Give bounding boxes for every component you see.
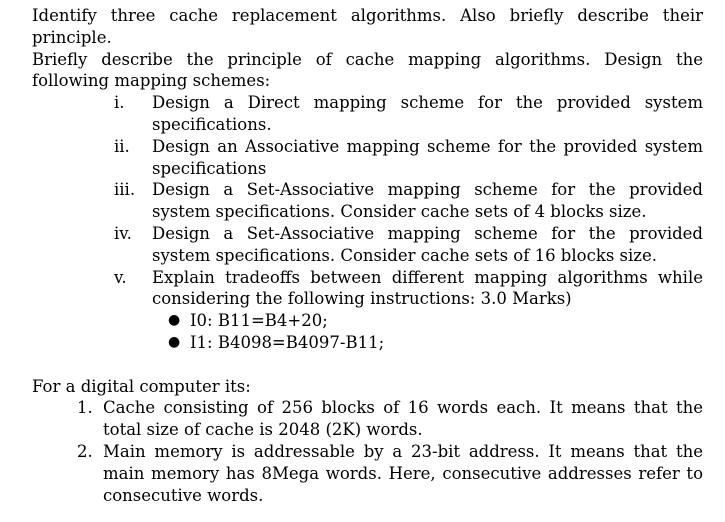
list-item: v. Explain tradeoffs between different m… (114, 267, 703, 354)
question-mapping-algorithms: Briefly describe the principle of cache … (32, 49, 703, 91)
bullet-icon: ● (168, 312, 181, 329)
spec-item: 2. Main memory is addressable by a 23-bi… (77, 441, 703, 506)
list-item: iii. Design a Set-Associative mapping sc… (114, 179, 703, 223)
spec-item-text: Cache consisting of 256 blocks of 16 wor… (103, 398, 703, 440)
specs-intro: For a digital computer its: (32, 376, 251, 396)
spec-item-number: 1. (77, 398, 93, 418)
list-item-number: iii. (114, 180, 136, 200)
list-item-text: Design a Set-Associative mapping scheme … (152, 223, 703, 265)
mapping-scheme-list: i. Design a Direct mapping scheme for th… (32, 92, 703, 354)
instruction-item: ● I0: B11=B4+20; (168, 310, 703, 332)
list-item-number: iv. (114, 223, 132, 243)
list-item-number: v. (114, 267, 127, 287)
spec-item: 1. Cache consisting of 256 blocks of 16 … (77, 397, 703, 441)
list-item: iv. Design a Set-Associative mapping sch… (114, 223, 703, 267)
instruction-text: I0: B11=B4+20; (190, 311, 328, 331)
list-item-number: i. (114, 93, 125, 113)
list-item-text: Design an Associative mapping scheme for… (152, 136, 703, 178)
list-item: i. Design a Direct mapping scheme for th… (114, 92, 703, 136)
blank-line (32, 354, 703, 376)
spec-item-number: 2. (77, 441, 93, 461)
list-item-number: ii. (114, 136, 130, 156)
list-item-text: Explain tradeoffs between different mapp… (152, 267, 703, 309)
spec-item-text: Main memory is addressable by a 23-bit a… (103, 441, 703, 505)
list-item: ii. Design an Associative mapping scheme… (114, 136, 703, 180)
instruction-list: ● I0: B11=B4+20; ● I1: B4098=B4097-B11; (152, 310, 703, 354)
instruction-text: I1: B4098=B4097-B11; (190, 332, 385, 352)
bullet-icon: ● (168, 333, 181, 350)
question-replacement-algorithms: Identify three cache replacement algorit… (32, 6, 703, 47)
list-item-text: Design a Direct mapping scheme for the p… (152, 93, 703, 134)
system-spec-list: 1. Cache consisting of 256 blocks of 16 … (32, 397, 703, 506)
instruction-item: ● I1: B4098=B4097-B11; (168, 332, 703, 354)
list-item-text: Design a Set-Associative mapping scheme … (152, 180, 703, 222)
